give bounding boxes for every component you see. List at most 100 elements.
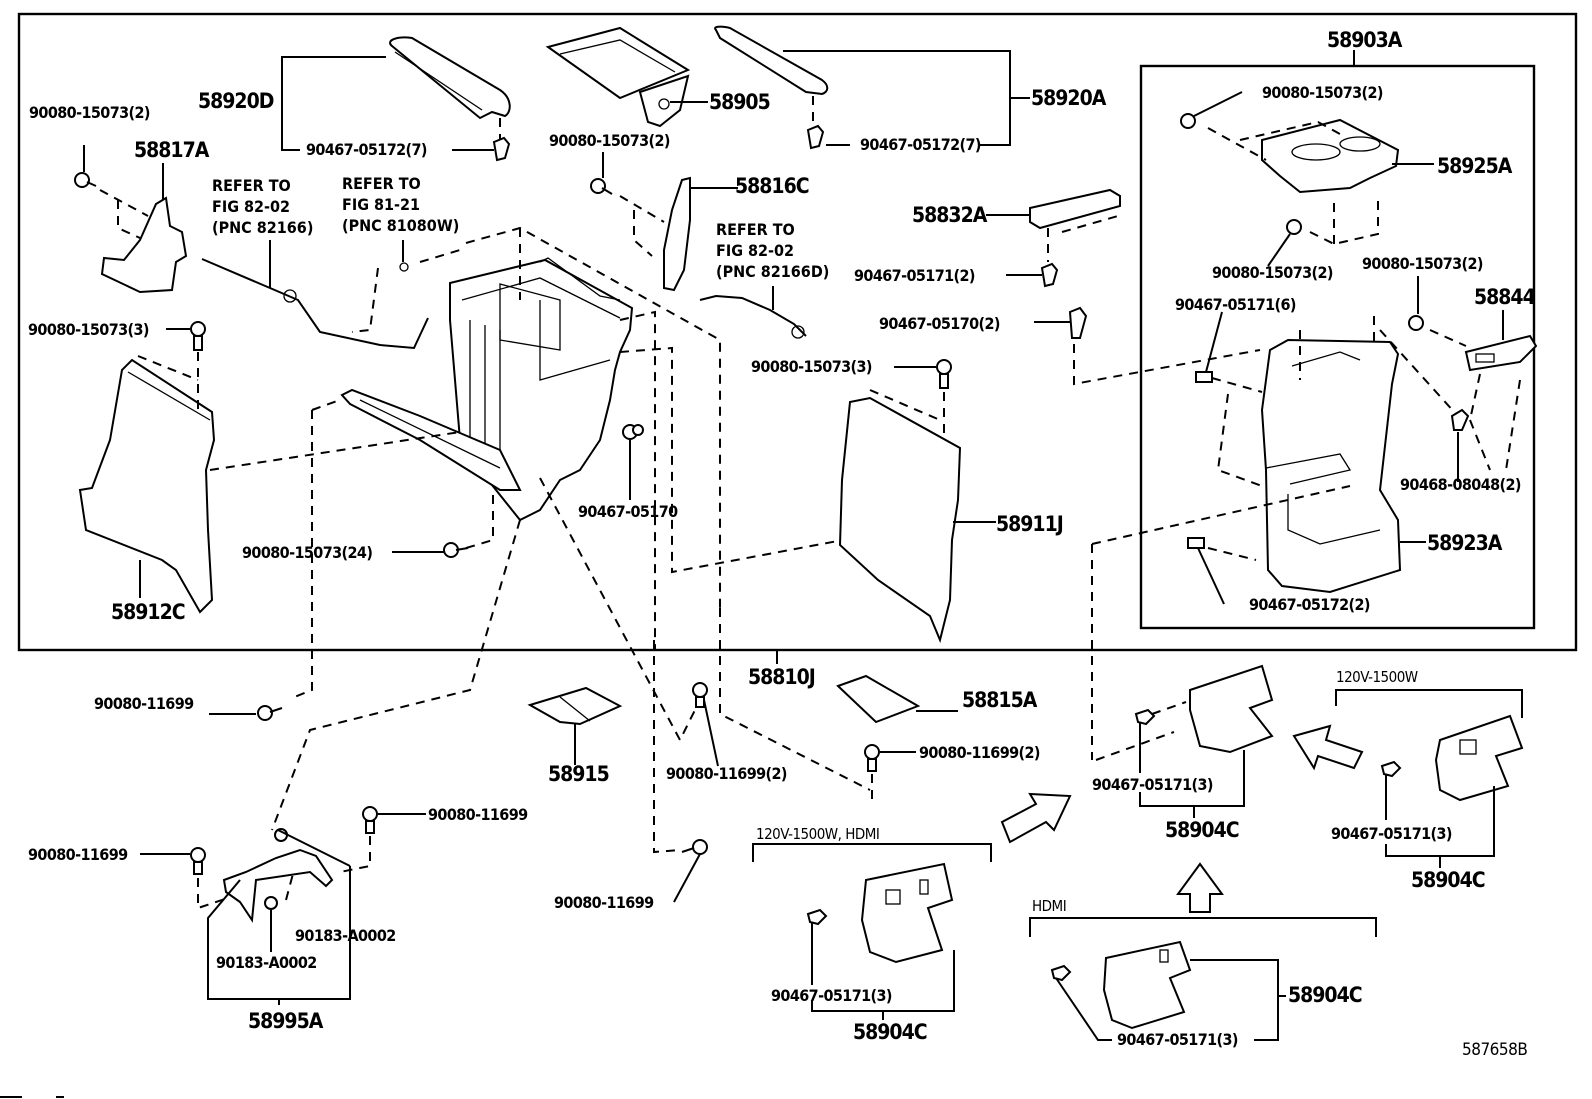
clip-icon — [622, 424, 644, 440]
part-label-58816C: 58816C — [735, 174, 810, 198]
main-assembly-frame — [17, 12, 1578, 652]
power-outlet-bezel-c — [1434, 714, 1524, 802]
power-outlet-bezel-b — [1189, 664, 1274, 754]
tray-mat-58815A — [836, 674, 921, 724]
screw-icon — [1408, 315, 1424, 331]
switch-bezel-58844 — [1464, 334, 1538, 372]
clip-icon — [1134, 708, 1156, 726]
screw-icon — [1286, 219, 1302, 235]
part-label-90080-15073-24: 90080-15073(24) — [242, 543, 373, 562]
part-label-90080-11699-2-a: 90080-11699(2) — [666, 764, 788, 783]
screw-icon — [74, 172, 97, 188]
part-label-90467-05171-3-a: 90467-05171(3) — [771, 986, 893, 1005]
power-outlet-bezel-a — [860, 862, 954, 964]
part-label-58904C-b: 58904C — [1165, 818, 1240, 842]
bracket-58817A — [100, 196, 188, 294]
part-label-58904C-a: 58904C — [853, 1020, 928, 1044]
part-label-58920A: 58920A — [1031, 86, 1106, 110]
part-label-58904C-c: 58904C — [1411, 868, 1486, 892]
part-label-90080-15073-center: 90080-15073(2) — [549, 131, 671, 150]
part-label-58844: 58844 — [1474, 285, 1536, 309]
bracket-58995A — [222, 848, 334, 923]
part-label-58904C-d: 58904C — [1288, 983, 1363, 1007]
part-label-90080-15073-cup-right: 90080-15073(2) — [1362, 254, 1484, 273]
part-label-58810J: 58810J — [748, 665, 816, 689]
screw-icon — [681, 839, 708, 855]
screw-icon — [692, 682, 708, 708]
clip-icon — [492, 136, 511, 162]
screw-icon — [257, 705, 283, 721]
part-label-58925A: 58925A — [1437, 154, 1512, 178]
screw-icon — [190, 847, 206, 875]
part-label-90080-15073-3-right: 90080-15073(3) — [751, 357, 873, 376]
variant-label-120v: 120V-1500W — [1336, 668, 1418, 686]
part-label-90467-05172-right: 90467-05172(7) — [860, 135, 982, 154]
screw-icon — [443, 542, 469, 558]
arrow-icon — [1000, 792, 1072, 844]
arrow-icon — [1176, 862, 1224, 913]
part-label-90080-11699-c: 90080-11699 — [428, 805, 528, 824]
bracket-58832A — [1029, 188, 1121, 230]
cup-holder — [1261, 118, 1400, 194]
part-label-90080-15073-cup-top: 90080-15073(2) — [1262, 83, 1384, 102]
clip-icon — [806, 124, 825, 150]
nut-icon — [264, 896, 278, 910]
console-rail — [340, 388, 522, 491]
part-label-90467-05171-3-b: 90467-05171(3) — [1092, 775, 1214, 794]
part-label-58912C: 58912C — [111, 600, 186, 624]
clip-icon — [1187, 537, 1205, 549]
reference-note-fig-82-02: REFER TO FIG 82-02 (PNC 82166) — [212, 176, 314, 237]
brace-58816C — [663, 176, 691, 292]
side-panel-left — [78, 358, 216, 614]
part-label-58995A: 58995A — [248, 1009, 323, 1033]
part-label-58903A: 58903A — [1327, 28, 1402, 52]
reference-note-fig-82-02-d: REFER TO FIG 82-02 (PNC 82166D) — [716, 220, 830, 281]
arrow-icon — [1292, 724, 1364, 771]
part-label-58920D: 58920D — [198, 89, 274, 113]
screw-icon — [590, 178, 613, 195]
clip-icon — [1040, 262, 1059, 288]
clip-icon — [1068, 306, 1088, 339]
clip-icon — [1380, 760, 1402, 778]
part-label-90467-05171-3-c: 90467-05171(3) — [1331, 824, 1453, 843]
part-label-90080-11699-2-b: 90080-11699(2) — [919, 743, 1041, 762]
part-label-58911J: 58911J — [996, 512, 1064, 536]
clip-icon — [1050, 964, 1072, 982]
part-label-90080-15073-cup-bottom: 90080-15073(2) — [1212, 263, 1334, 282]
clip-icon — [1195, 371, 1213, 383]
part-label-58817A: 58817A — [134, 138, 209, 162]
part-label-58832A: 58832A — [912, 203, 987, 227]
part-label-90467-05172-left: 90467-05172(7) — [306, 140, 428, 159]
part-label-90080-11699-a: 90080-11699 — [94, 694, 194, 713]
part-label-90467-05172-2: 90467-05172(2) — [1249, 595, 1371, 614]
figure-id: 587658B — [1462, 1040, 1528, 1060]
cable-right — [699, 294, 807, 339]
part-label-90467-05170: 90467-05170 — [578, 502, 678, 521]
part-label-90467-05171-3-d: 90467-05171(3) — [1117, 1030, 1239, 1049]
armrest-pad-left — [389, 36, 511, 120]
part-label-90183-A0002-b: 90183-A0002 — [216, 953, 317, 972]
power-outlet-bezel-d — [1102, 940, 1192, 1030]
reference-note-fig-81-21: REFER TO FIG 81-21 (PNC 81080W) — [342, 174, 460, 235]
console-lid — [545, 26, 691, 128]
screw-icon — [362, 806, 378, 834]
part-label-90467-05171-2: 90467-05171(2) — [854, 266, 976, 285]
variant-label-hdmi: HDMI — [1032, 897, 1067, 915]
variant-label-120v-hdmi: 120V-1500W, HDMI — [756, 825, 880, 843]
part-label-90467-05170-2: 90467-05170(2) — [879, 314, 1001, 333]
part-label-90468-08048-2: 90468-08048(2) — [1400, 475, 1522, 494]
part-label-58815A: 58815A — [962, 688, 1037, 712]
armrest-pad-right — [714, 25, 829, 96]
console-upper-panel — [1260, 338, 1402, 594]
part-label-90080-11699-b: 90080-11699 — [554, 893, 654, 912]
part-label-90183-A0002-a: 90183-A0002 — [295, 926, 396, 945]
screw-icon — [1180, 113, 1196, 129]
part-label-58915: 58915 — [548, 762, 610, 786]
part-label-90080-15073-topleft: 90080-15073(2) — [29, 103, 151, 122]
clip-icon — [1450, 408, 1470, 431]
part-label-90080-11699-d: 90080-11699 — [28, 845, 128, 864]
screw-icon — [190, 321, 206, 351]
part-label-90467-05171-6: 90467-05171(6) — [1175, 295, 1297, 314]
screw-icon — [864, 744, 880, 772]
